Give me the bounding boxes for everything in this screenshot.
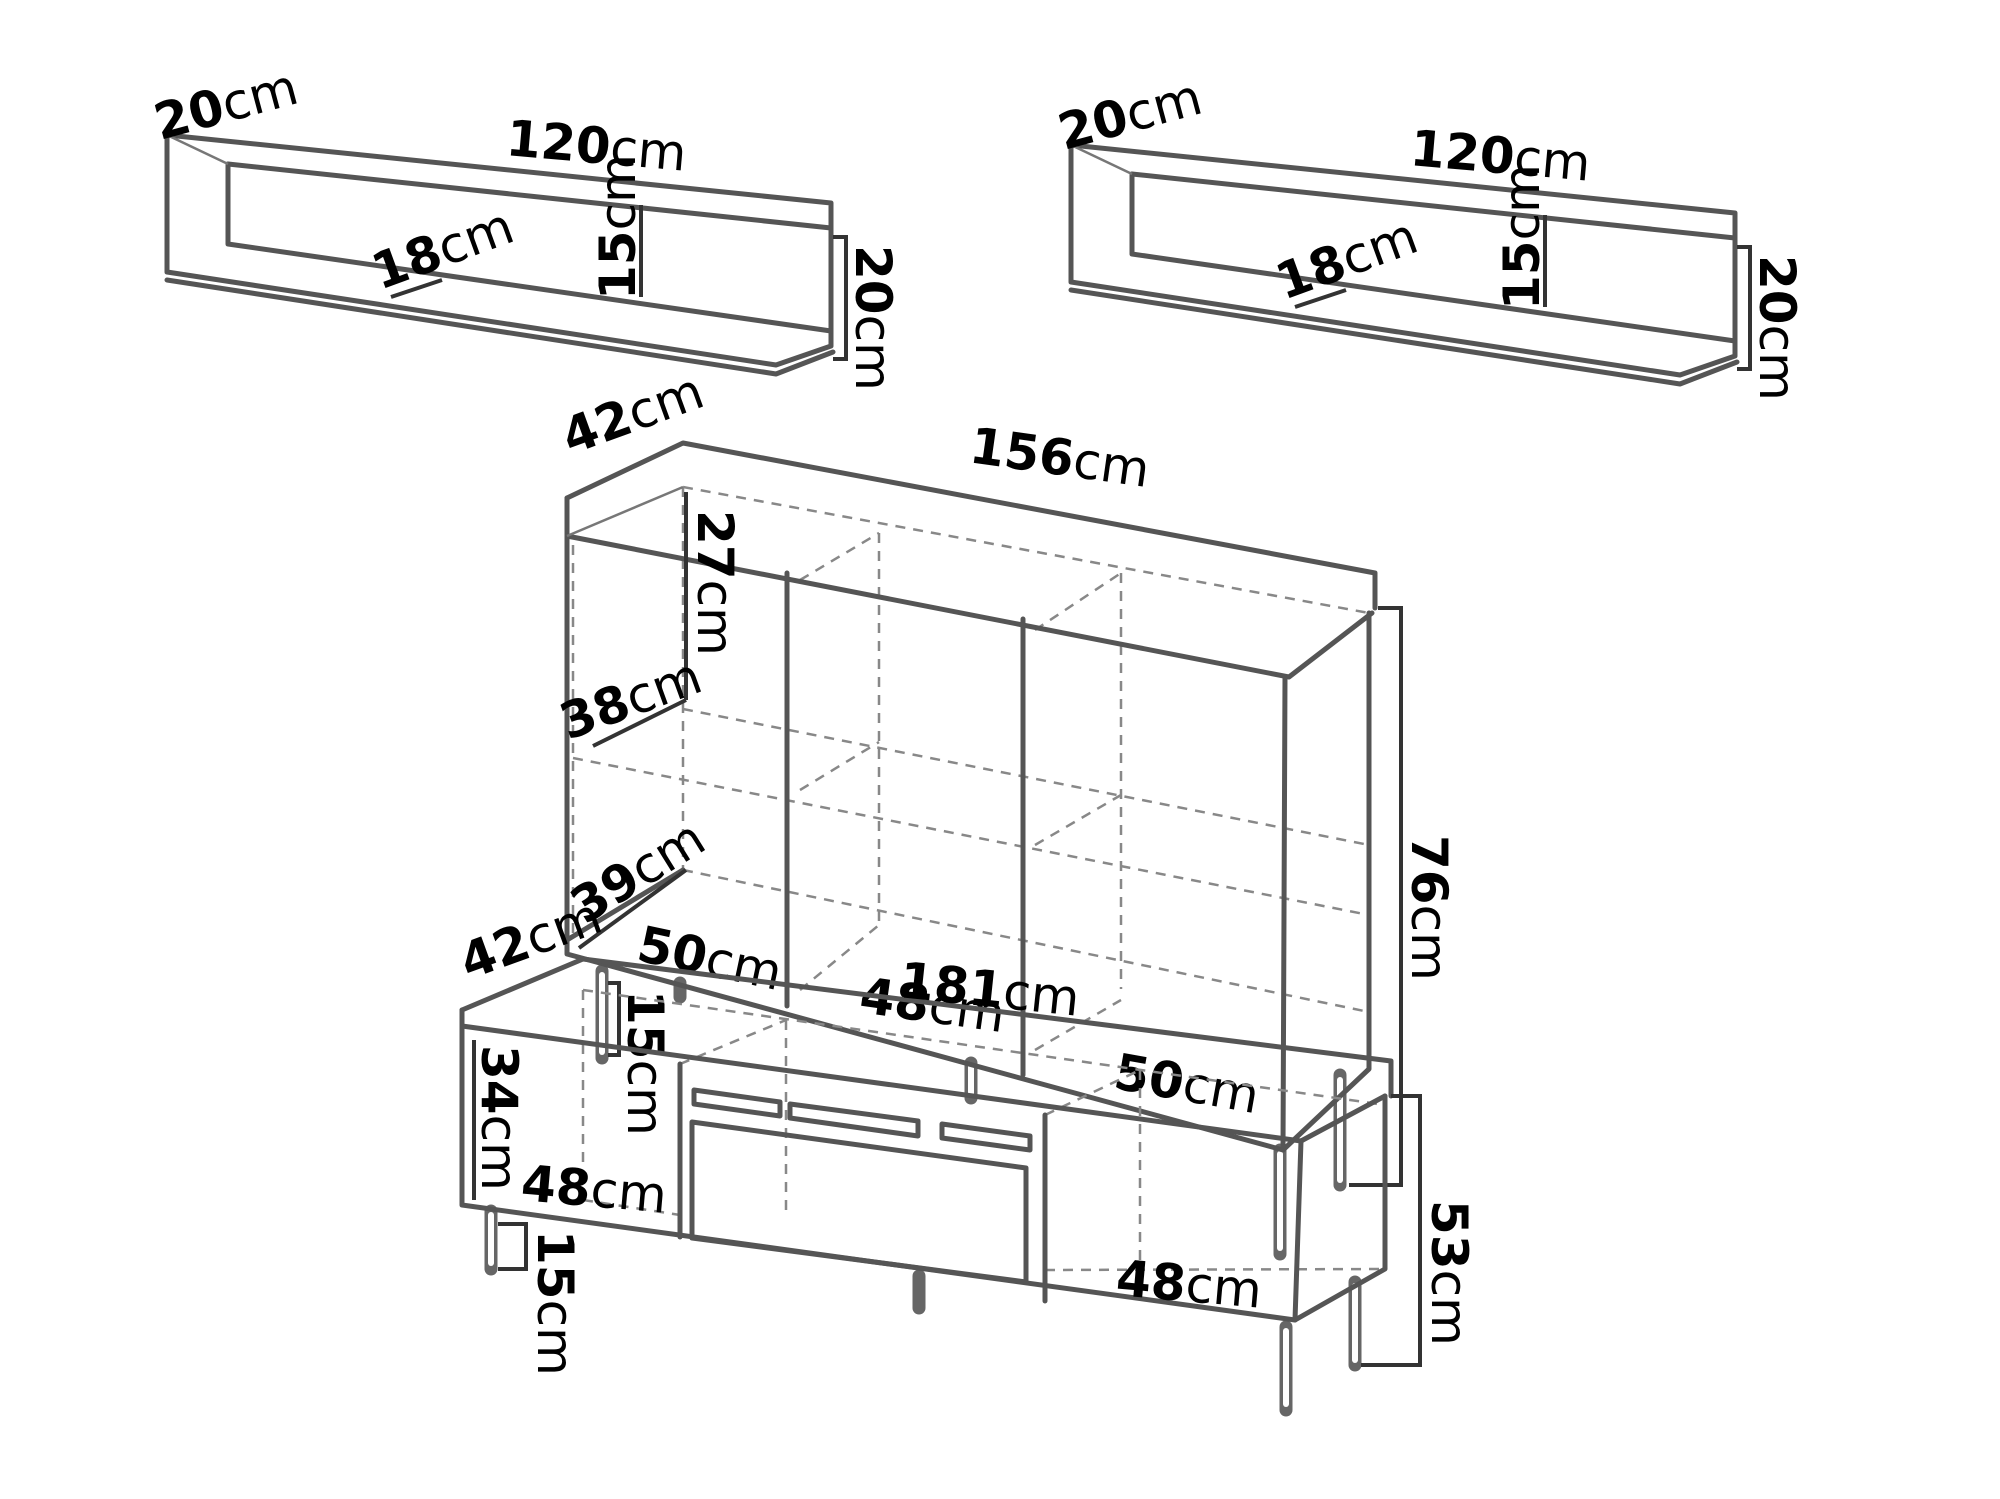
shelf-depth-label: 38cm <box>552 647 709 751</box>
width-label: 120cm <box>1408 119 1593 193</box>
tv-unit: 42cm 181cm 34cm 48cm 48cm 15cm 53cm <box>452 887 1478 1417</box>
shelf-outline <box>1068 142 1740 387</box>
depth-label: 42cm <box>452 887 609 991</box>
height-label: 53cm <box>1420 1200 1478 1346</box>
inner-depth-label: 18cm <box>1268 207 1425 311</box>
right-compartment-width-label: 48cm <box>1114 1249 1264 1319</box>
height-dimension-line <box>1361 1094 1422 1367</box>
width-label: 181cm <box>897 951 1083 1028</box>
shelf-depth-dimension-line <box>592 698 687 748</box>
left-compartment-width-label: 48cm <box>519 1154 669 1224</box>
width-label: 120cm <box>504 109 689 183</box>
leg-height-dimension-line <box>498 1222 528 1271</box>
tv-unit-hidden-lines <box>581 988 1386 1280</box>
inner-depth-dimension-line <box>390 278 443 299</box>
depth-label: 42cm <box>554 362 711 466</box>
leg-height-dimension-line <box>608 981 621 1057</box>
drop-down-front-panel <box>689 1087 1033 1285</box>
inner-height-label: 15cm <box>1493 164 1551 310</box>
left-compartment-width-label: 50cm <box>633 915 788 1002</box>
tv-unit-legs <box>484 1204 1362 1417</box>
height-dimension-line <box>1349 606 1403 1187</box>
inner-depth-dimension-line <box>1294 288 1347 309</box>
tv-unit-outline <box>459 956 1394 1323</box>
leg-height-label: 15cm <box>616 990 674 1136</box>
sideboard-outline <box>564 440 1378 1153</box>
inner-depth-label: 18cm <box>364 197 521 301</box>
height-label: 76cm <box>1400 835 1458 981</box>
height-dimension-line <box>1737 245 1752 371</box>
sideboard: 42cm 156cm 27cm 38cm 39cm 50cm 48cm 50cm… <box>552 362 1458 1261</box>
wall-shelf-left: 20cm 120cm 18cm 15cm 20cm <box>148 58 902 391</box>
bottom-depth-dimension-line <box>577 868 688 950</box>
leg-height-label: 15cm <box>526 1230 584 1376</box>
upper-height-label: 27cm <box>686 510 744 656</box>
depth-label: 20cm <box>148 58 304 152</box>
height-dimension-line <box>833 235 848 361</box>
compartment-height-label: 34cm <box>470 1045 528 1191</box>
height-label: 20cm <box>1748 255 1806 401</box>
width-label: 156cm <box>966 416 1153 499</box>
depth-label: 20cm <box>1052 68 1208 162</box>
height-label: 20cm <box>844 245 902 391</box>
inner-height-label: 15cm <box>589 154 647 300</box>
right-compartment-width-label: 50cm <box>1110 1043 1264 1125</box>
wall-shelf-right: 20cm 120cm 18cm 15cm 20cm <box>1052 68 1806 401</box>
shelf-outline <box>164 132 836 377</box>
sideboard-legs <box>595 964 1347 1261</box>
